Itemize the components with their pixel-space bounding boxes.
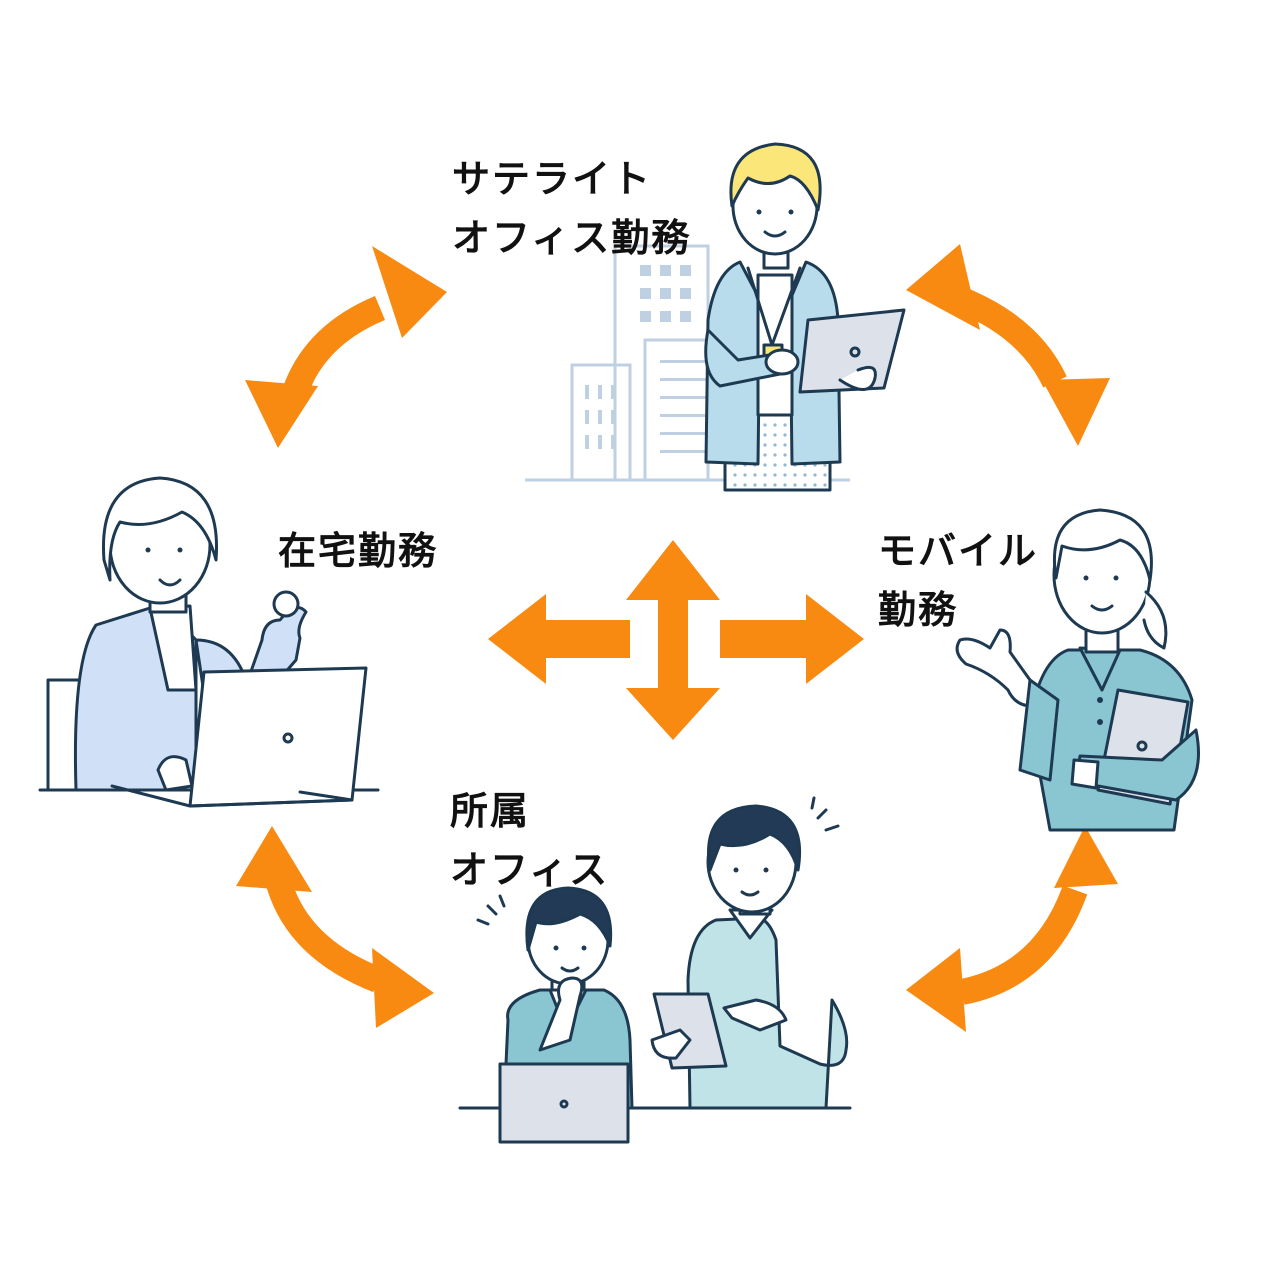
label-satellite-office: サテライト オフィス勤務 [452, 157, 692, 260]
person-satellite [704, 142, 906, 492]
person-home [38, 476, 380, 808]
office-scene [458, 796, 852, 1144]
label-home-office: 所属 オフィス [450, 789, 610, 892]
arrow-office-mobile [906, 826, 1118, 1032]
person-office-seated [476, 886, 634, 1144]
person-office-standing [650, 796, 849, 1110]
arrow-home-satellite [245, 246, 447, 448]
arrow-home-office [236, 826, 434, 1028]
label-mobile-work: モバイル 勤務 [878, 529, 1039, 632]
person-mobile [955, 508, 1200, 832]
label-home-work: 在宅勤務 [278, 529, 439, 573]
arrow-satellite-mobile [906, 244, 1110, 446]
arrow-center-cross [488, 540, 864, 740]
